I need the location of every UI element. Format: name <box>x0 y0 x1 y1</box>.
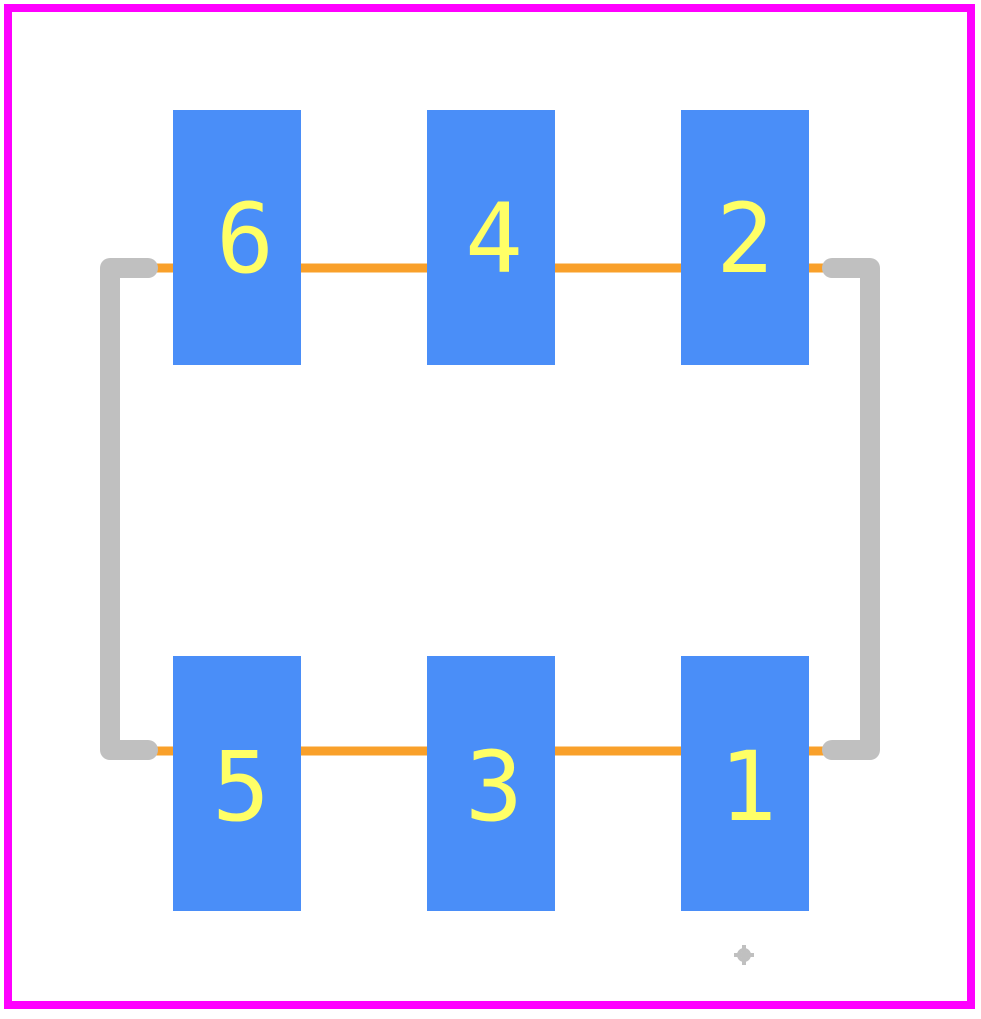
pads <box>173 110 809 911</box>
pad-label-3: 3 <box>465 731 523 843</box>
pad-labels: 6 4 2 5 3 1 <box>212 183 777 843</box>
pad-5[interactable] <box>173 656 301 911</box>
pad-4[interactable] <box>427 110 555 365</box>
pad-6[interactable] <box>173 110 301 365</box>
pad-label-4: 4 <box>465 183 523 295</box>
pad-label-1: 1 <box>719 731 777 843</box>
pad-3[interactable] <box>427 656 555 911</box>
pad-2[interactable] <box>681 110 809 365</box>
silkscreen-outline <box>100 258 880 760</box>
pad-label-5: 5 <box>212 731 270 843</box>
pad-label-2: 2 <box>716 183 774 295</box>
pad-label-6: 6 <box>216 183 274 295</box>
silkscreen-left-bracket <box>100 258 158 760</box>
silkscreen-right-bracket <box>822 258 880 760</box>
pad-1[interactable] <box>681 656 809 911</box>
courtyard-outline <box>4 4 975 1009</box>
crosshair-origin-icon <box>734 945 754 965</box>
